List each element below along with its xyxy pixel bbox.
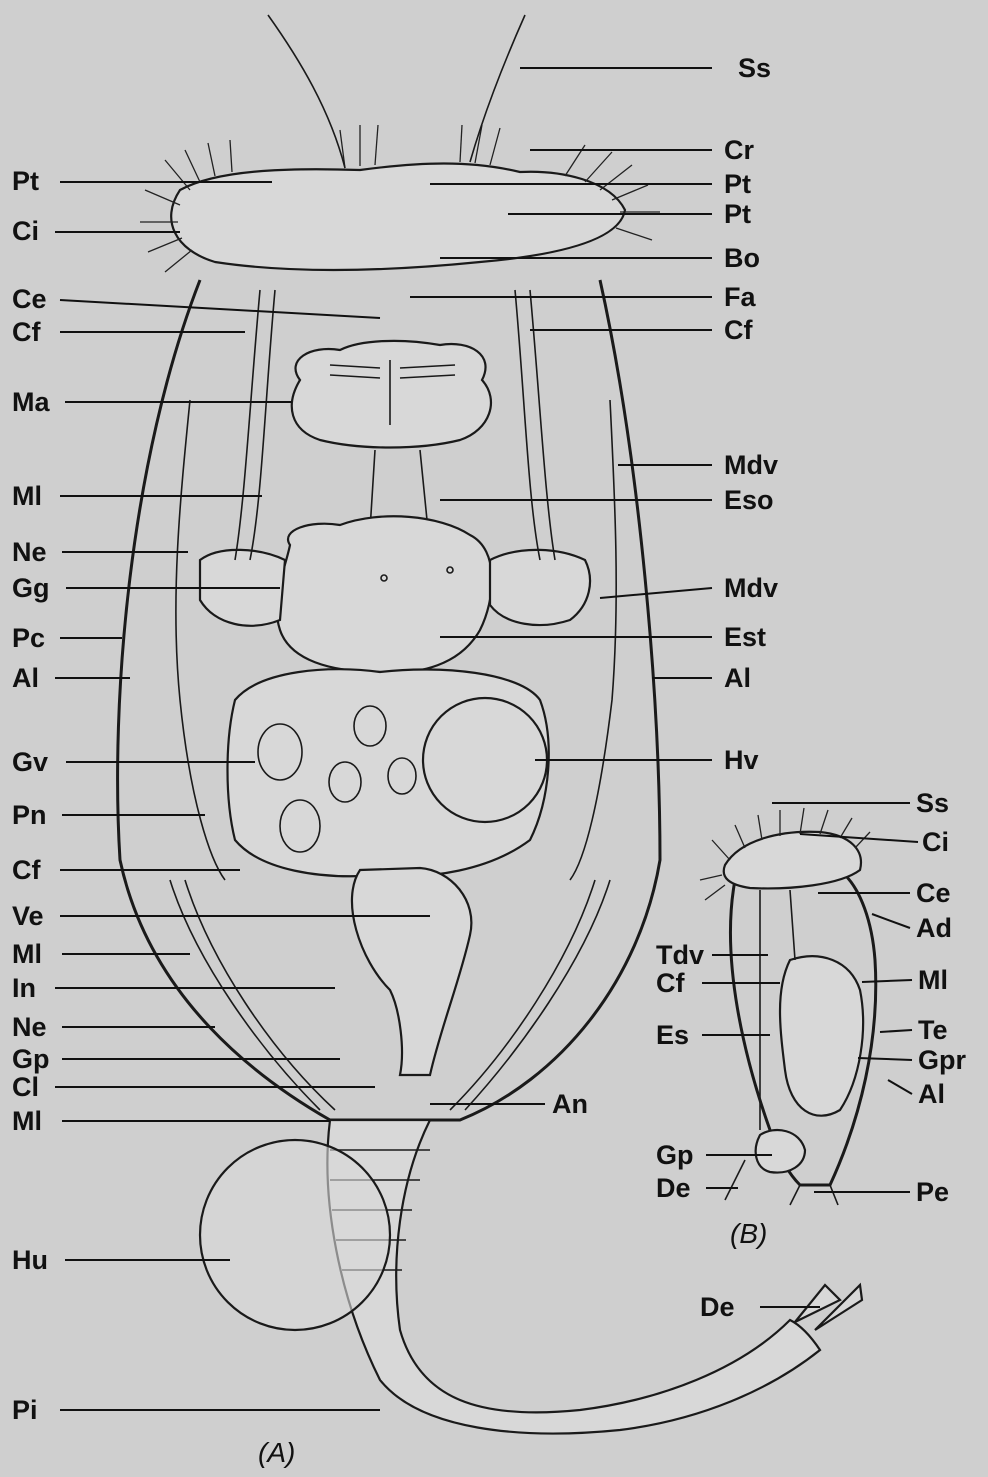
label-ml: Ml bbox=[12, 939, 42, 969]
label-eso: Eso bbox=[724, 485, 774, 515]
label-ma: Ma bbox=[12, 387, 50, 417]
label-pt: Pt bbox=[724, 169, 751, 199]
label-al: Al bbox=[918, 1079, 945, 1109]
label-hu: Hu bbox=[12, 1245, 48, 1275]
label-ci: Ci bbox=[922, 827, 949, 857]
label-cf: Cf bbox=[724, 315, 753, 345]
label-ce: Ce bbox=[12, 284, 47, 314]
label-pi: Pi bbox=[12, 1395, 38, 1425]
label-cr: Cr bbox=[724, 135, 754, 165]
label-pt: Pt bbox=[12, 166, 39, 196]
label-fa: Fa bbox=[724, 282, 756, 312]
label-mdv: Mdv bbox=[724, 450, 778, 480]
label-pe: Pe bbox=[916, 1177, 949, 1207]
panel-b-caption: (B) bbox=[730, 1218, 767, 1249]
label-est: Est bbox=[724, 622, 766, 652]
label-gp: Gp bbox=[656, 1140, 694, 1170]
label-de: De bbox=[700, 1292, 735, 1322]
testis bbox=[780, 956, 863, 1115]
label-bo: Bo bbox=[724, 243, 760, 273]
label-es: Es bbox=[656, 1020, 689, 1050]
label-de: De bbox=[656, 1173, 691, 1203]
label-te: Te bbox=[918, 1015, 948, 1045]
label-cf: Cf bbox=[12, 317, 41, 347]
gastric-gland-right bbox=[490, 550, 590, 625]
label-gpr: Gpr bbox=[918, 1045, 966, 1075]
label-tdv: Tdv bbox=[656, 940, 704, 970]
label-ml: Ml bbox=[12, 481, 42, 511]
label-an: An bbox=[552, 1089, 588, 1119]
label-pt: Pt bbox=[724, 199, 751, 229]
label-cl: Cl bbox=[12, 1072, 39, 1102]
label-in: In bbox=[12, 973, 36, 1003]
label-ve: Ve bbox=[12, 901, 44, 931]
label-gg: Gg bbox=[12, 573, 50, 603]
label-pc: Pc bbox=[12, 623, 45, 653]
label-mdv: Mdv bbox=[724, 573, 778, 603]
label-cf: Cf bbox=[12, 855, 41, 885]
label-ne: Ne bbox=[12, 1012, 47, 1042]
label-cf: Cf bbox=[656, 968, 685, 998]
label-ci: Ci bbox=[12, 216, 39, 246]
prostate-gland bbox=[756, 1130, 805, 1173]
label-al: Al bbox=[12, 663, 39, 693]
label-pn: Pn bbox=[12, 800, 47, 830]
label-ad: Ad bbox=[916, 913, 952, 943]
label-hv: Hv bbox=[724, 745, 759, 775]
label-gv: Gv bbox=[12, 747, 48, 777]
label-al: Al bbox=[724, 663, 751, 693]
stomach bbox=[277, 516, 492, 672]
label-gp: Gp bbox=[12, 1044, 50, 1074]
humeral-sac bbox=[200, 1140, 390, 1330]
panel-a-caption: (A) bbox=[258, 1437, 295, 1468]
egg bbox=[423, 698, 547, 822]
label-ml: Ml bbox=[918, 965, 948, 995]
label-ne: Ne bbox=[12, 537, 47, 567]
label-ce: Ce bbox=[916, 878, 951, 908]
label-ss: Ss bbox=[738, 53, 771, 83]
mastax bbox=[292, 341, 491, 448]
label-ss: Ss bbox=[916, 788, 949, 818]
label-ml: Ml bbox=[12, 1106, 42, 1136]
